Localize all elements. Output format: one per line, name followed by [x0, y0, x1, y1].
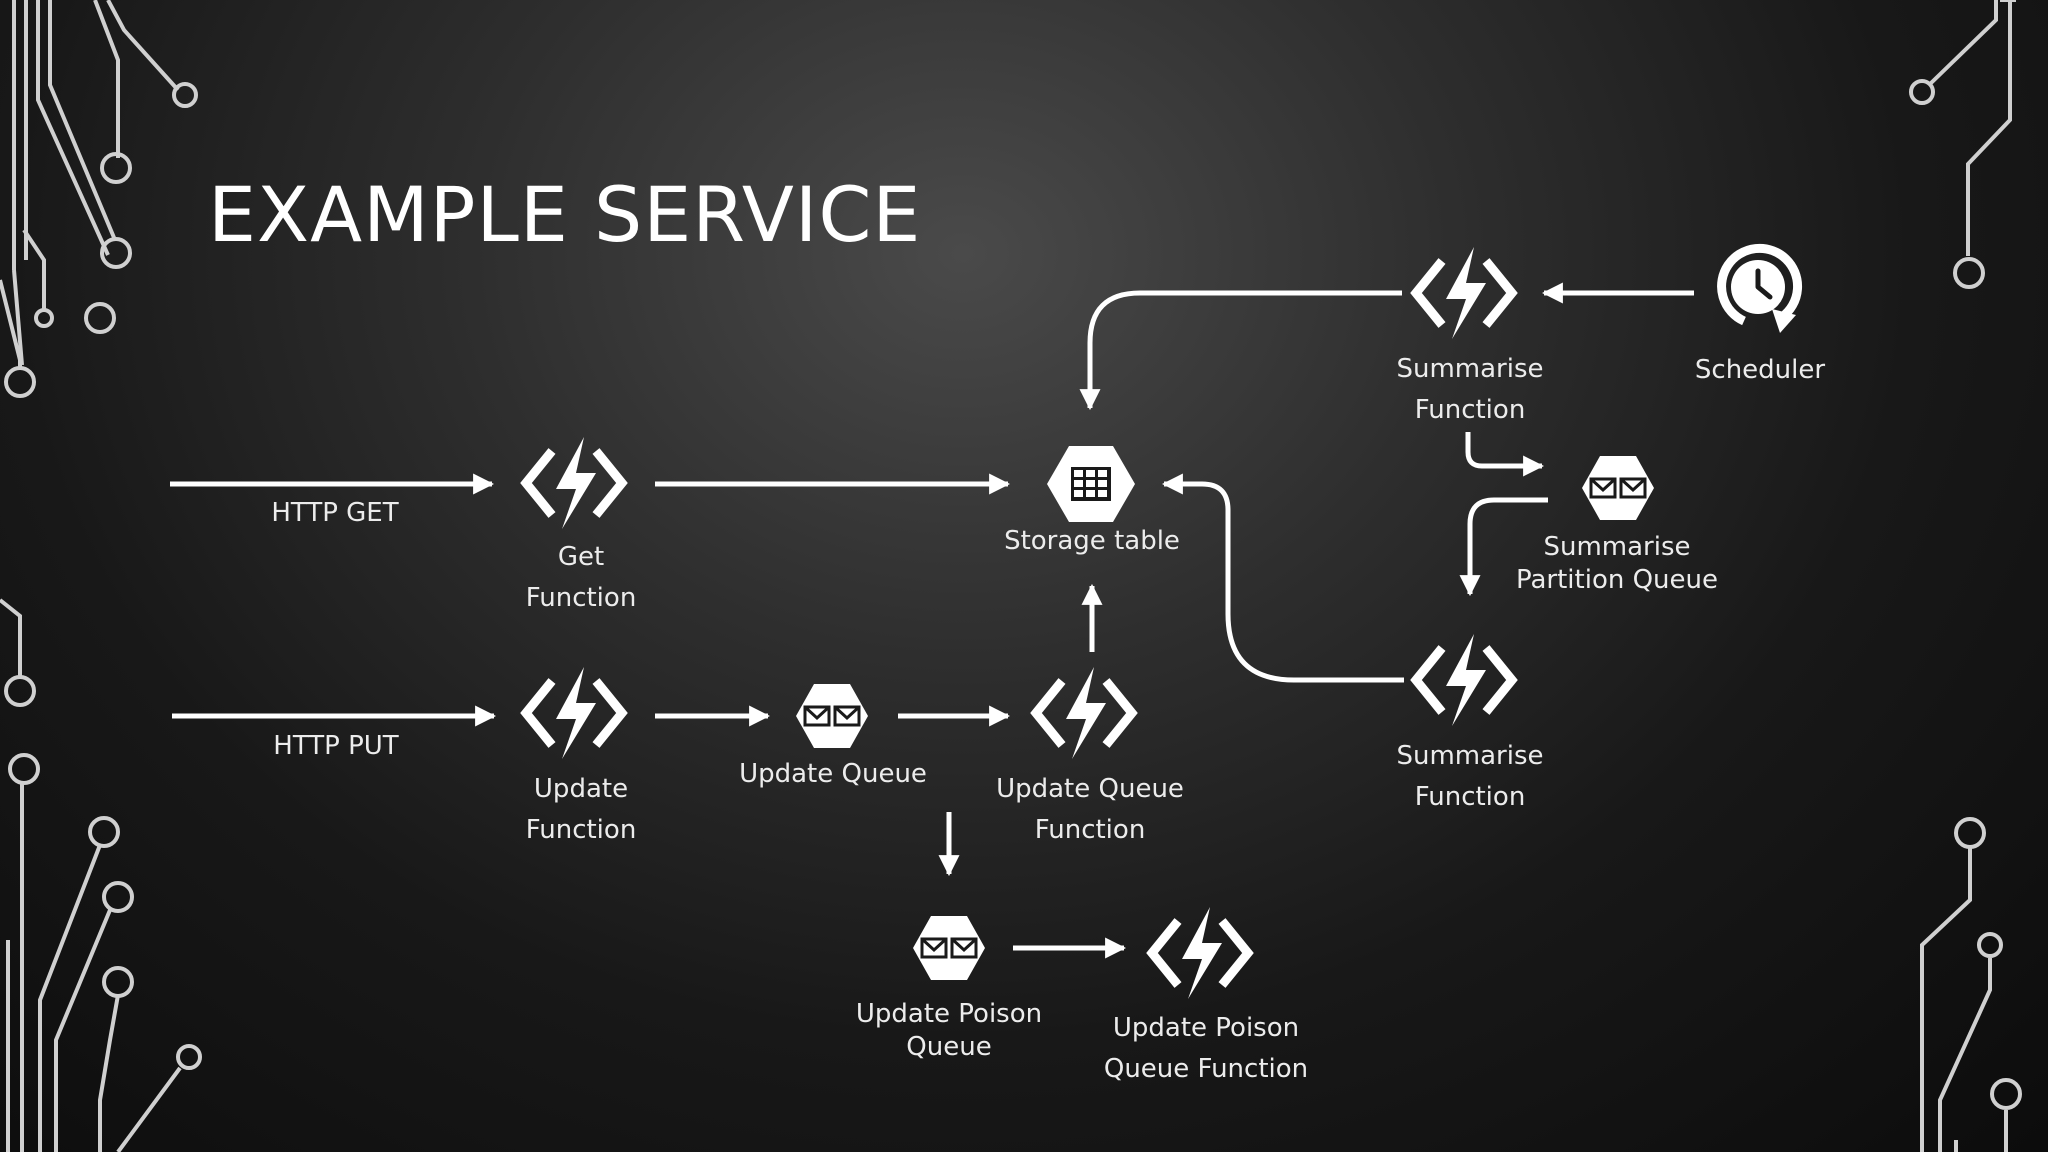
summarise-function-bottom-icon [1416, 634, 1512, 726]
node-label-update-poison-queue: Update Poison Queue [855, 999, 1043, 1062]
circuit-decoration-left-middle [0, 598, 36, 707]
circuit-decoration-top-left [0, 0, 198, 398]
summarise-partition-queue-icon [1580, 454, 1656, 522]
get-function-icon [526, 437, 622, 529]
node-label-summarise-partition-queue: Summarise Partition Queue [1515, 532, 1719, 595]
edge-label-http-get: HTTP GET [271, 498, 399, 528]
update-queue-function-icon [1036, 667, 1132, 759]
scheduler-clock-icon [1722, 248, 1798, 333]
circuit-decoration-bottom-left [6, 753, 202, 1152]
update-poison-queue-icon [911, 914, 987, 982]
page-title: EXAMPLE SERVICE [208, 170, 922, 259]
node-label-scheduler: Scheduler [1694, 355, 1826, 385]
arrow-partition-queue-to-summarise-function [1459, 497, 1548, 597]
update-function-icon [526, 667, 622, 759]
arrow-summarise-function-to-partition-queue [1465, 432, 1545, 477]
arrow-summarise-function-to-storage-table [1079, 290, 1402, 411]
node-label-update-poison-queue-function: Update Poison Queue Function [1103, 1013, 1309, 1084]
node-label-update-queue-function: Update Queue Function [996, 774, 1184, 845]
summarise-function-top-icon [1416, 247, 1512, 339]
circuit-decoration-top-right [1909, 0, 2016, 289]
node-label-summarise-function-bottom: Summarise Function [1396, 741, 1544, 812]
connectors [170, 282, 1694, 959]
node-label-update-function: Update Function [525, 774, 637, 845]
arrow-summarise-function-to-storage-table-bottom [1161, 473, 1404, 683]
storage-table-icon [1047, 446, 1135, 522]
edge-label-http-put: HTTP PUT [273, 731, 399, 761]
circuit-decoration-bottom-right [1920, 817, 2022, 1152]
update-queue-icon [794, 682, 870, 750]
update-poison-queue-function-icon [1152, 907, 1248, 999]
node-label-summarise-function-top: Summarise Function [1396, 354, 1544, 425]
node-label-update-queue: Update Queue [739, 759, 927, 789]
node-label-get-function: Get Function [525, 542, 637, 613]
node-label-storage-table: Storage table [1004, 526, 1180, 556]
